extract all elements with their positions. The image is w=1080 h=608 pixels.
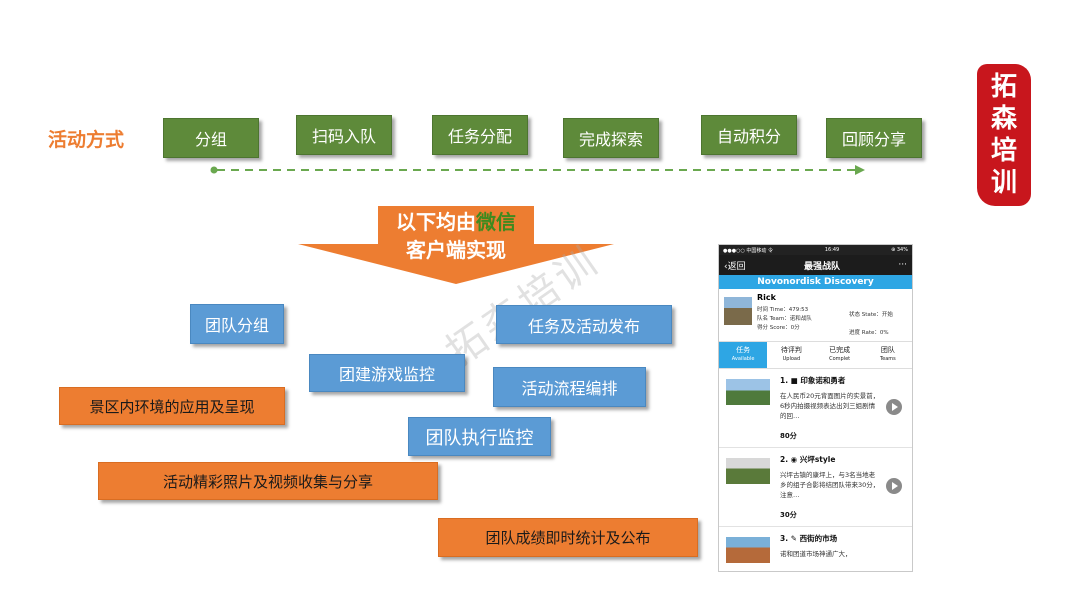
feature-score-publish[interactable]: 团队成绩即时统计及公布 (438, 518, 698, 557)
task-item[interactable]: 2. ◉ 兴坪style 兴坪古镇的康坪上，与3名当地老乡的组子合影将结团队带来… (719, 448, 912, 527)
phone-event-banner: Novonordisk Discovery (719, 275, 912, 289)
rate-label: 进度 Rate： (849, 330, 880, 336)
task-score: 80分 (780, 432, 797, 440)
task-title: 1. ■ 印象诺和勇者 (780, 376, 846, 385)
task-title: 3. ✎ 西街的市场 (780, 534, 838, 543)
carrier-text: ●●●○○ 中国移动 令 (723, 247, 773, 254)
step-scan-join[interactable]: 扫码入队 (296, 115, 392, 155)
feature-flow-arrange[interactable]: 活动流程编排 (493, 367, 646, 407)
feature-team-grouping[interactable]: 团队分组 (190, 304, 284, 344)
task-item[interactable]: 3. ✎ 西街的市场 诺和团道市场神通广大， (719, 527, 912, 571)
feature-scenic-env[interactable]: 景区内环境的应用及呈现 (59, 387, 285, 425)
team-info-panel: Rick 时间 Time：479:53 队名 Team：诺和战队 得分 Scor… (719, 289, 912, 342)
back-button[interactable]: ‹返回 (724, 261, 746, 272)
feature-task-publish[interactable]: 任务及活动发布 (496, 305, 672, 344)
banner-line1-a: 以下均由 (396, 210, 476, 234)
phone-nav-bar: ‹返回 最强战队 ··· (719, 255, 912, 275)
more-icon[interactable]: ··· (898, 260, 907, 270)
state-label: 状态 State： (849, 312, 882, 318)
phone-status-bar: ●●●○○ 中国移动 令 16:49 ⊕ 34% (719, 245, 912, 255)
seal-char: 森 (990, 104, 1017, 134)
seal-stamp: 拓 森 培 训 (977, 64, 1031, 206)
task-score: 30分 (780, 511, 797, 519)
state-value: 开始 (881, 312, 893, 318)
task-thumbnail (726, 537, 770, 563)
feature-game-monitor[interactable]: 团建游戏监控 (309, 354, 465, 392)
battery-text: ⊕ 34% (891, 247, 908, 253)
task-thumbnail (726, 379, 770, 405)
wechat-banner-text: 以下均由微信 客户端实现 (378, 208, 534, 264)
team-name: Rick (757, 293, 776, 302)
task-desc: 兴坪古镇的康坪上，与3名当地老乡的组子合影将结团队带来30分，注意… (780, 471, 880, 499)
score-value: 0分 (790, 325, 800, 331)
phone-screenshot: ●●●○○ 中国移动 令 16:49 ⊕ 34% ‹返回 最强战队 ··· No… (718, 244, 913, 572)
play-icon[interactable] (886, 399, 902, 415)
banner-wechat-word: 微信 (476, 210, 516, 234)
rate-value: 0% (879, 330, 889, 336)
flow-arrow (210, 165, 865, 175)
team-label: 队名 Team： (757, 316, 790, 322)
task-thumbnail (726, 458, 770, 484)
step-explore[interactable]: 完成探索 (563, 118, 659, 158)
seal-char: 拓 (990, 72, 1017, 102)
wechat-banner-arrow (298, 206, 614, 284)
team-value: 诺和战队 (789, 316, 812, 322)
status-time: 16:49 (824, 247, 840, 253)
team-avatar (724, 297, 752, 325)
feature-execution-monitor[interactable]: 团队执行监控 (408, 417, 551, 456)
task-item[interactable]: 1. ■ 印象诺和勇者 在人民币20元背面图片的实景前，6秒内拍摄视频表达出刘三… (719, 369, 912, 448)
score-label: 得分 Score： (757, 325, 791, 331)
seal-char: 培 (990, 136, 1017, 166)
activity-method-label: 活动方式 (48, 129, 125, 151)
task-desc: 诺和团道市场神通广大， (780, 550, 852, 558)
step-task-assign[interactable]: 任务分配 (432, 115, 528, 155)
seal-char: 训 (990, 168, 1017, 198)
step-review-share[interactable]: 回顾分享 (826, 118, 922, 158)
time-value: 479:53 (788, 307, 809, 313)
chevron-left-icon: ‹ (724, 261, 728, 272)
step-auto-score[interactable]: 自动积分 (701, 115, 797, 155)
step-group[interactable]: 分组 (163, 118, 259, 158)
task-desc: 在人民币20元背面图片的实景前，6秒内拍摄视频表达出刘三姐剧情的回… (780, 392, 880, 420)
feature-photo-video-share[interactable]: 活动精彩照片及视频收集与分享 (98, 462, 438, 500)
task-title: 2. ◉ 兴坪style (780, 455, 836, 464)
nav-title: 最强战队 (804, 261, 841, 272)
time-label: 时间 Time： (757, 307, 789, 313)
play-icon[interactable] (886, 478, 902, 494)
banner-line2: 客户端实现 (406, 238, 506, 262)
